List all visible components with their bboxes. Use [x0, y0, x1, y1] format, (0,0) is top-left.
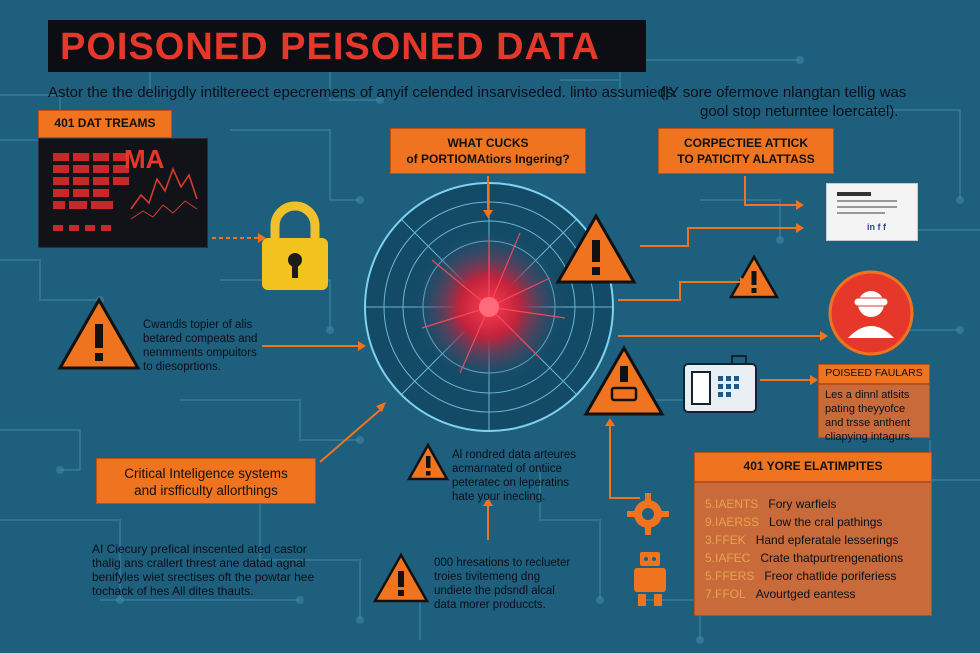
- data-streams-panel: [38, 138, 208, 248]
- warning-icon: [555, 212, 637, 284]
- warning-icon: [406, 442, 450, 481]
- poised-faulars-panel: Les a dinnl atlsits pating theyyofce and…: [818, 384, 930, 443]
- critical-systems-box: Critical Inteligence systems and irsffic…: [96, 458, 316, 504]
- critical-line-2: and irsfficulty allorthings: [134, 483, 278, 498]
- subtitle-line-2: (|Y sore ofermove nlangtan tellig was: [660, 84, 907, 101]
- examples-header: 401 YORE ELATIMPITES: [694, 452, 932, 482]
- chart-label: MA: [124, 144, 165, 174]
- corrective-attack-box: CORPECTIEE ATTICK TO PATICITY ALATTASS: [658, 128, 834, 174]
- title-bar: [48, 20, 646, 72]
- page-title: POISONED PEISONED DATA: [60, 26, 600, 68]
- gear-icon: [627, 493, 669, 535]
- document-card: in f f: [826, 183, 918, 241]
- warning-icon: [583, 344, 665, 416]
- subtitle-line-3: gool stop neturntee loercatel).: [700, 103, 899, 120]
- data-streams-chart-icon: [53, 153, 198, 231]
- hacker-avatar-icon: [828, 270, 914, 356]
- what-cucks-box: WHAT CUCKS of PORTIOMAtiors Ingering?: [390, 128, 586, 174]
- warning-icon: [728, 254, 780, 299]
- warning-icon: [57, 296, 141, 370]
- bottom-left-note: AI Ciecury prefical inscented ated casto…: [92, 542, 315, 598]
- robot-icon: [634, 552, 666, 606]
- server-machine-icon: [683, 355, 757, 413]
- poised-faulars-header: POISEED FAULARS: [818, 364, 930, 384]
- social-icons: in f f: [867, 222, 886, 232]
- left-note: Cwandls topier of alis betared compeats …: [143, 319, 258, 373]
- lock-icon: [262, 201, 328, 290]
- critical-line-1: Critical Inteligence systems: [124, 466, 288, 481]
- warning-icon: [372, 552, 430, 603]
- bottom-center-note: 000 hresations to reclueter troies tivit…: [434, 557, 571, 611]
- what-cucks-line-1: WHAT CUCKS: [447, 136, 529, 150]
- data-streams-label: 401 DAT TREAMS: [38, 110, 172, 138]
- corrective-attack-line-2: TO PATICITY ALATTASS: [677, 152, 815, 166]
- what-cucks-line-2: of PORTIOMAtiors Ingering?: [406, 152, 570, 166]
- subtitle-line-1: Astor the the delirigdly intiltereect ep…: [48, 84, 678, 101]
- center-note: Al rondred data arteures acmarnated of o…: [452, 449, 577, 503]
- corrective-attack-line-1: CORPECTIEE ATTICK: [683, 136, 808, 150]
- poisoned-data-radar-icon: [364, 182, 614, 432]
